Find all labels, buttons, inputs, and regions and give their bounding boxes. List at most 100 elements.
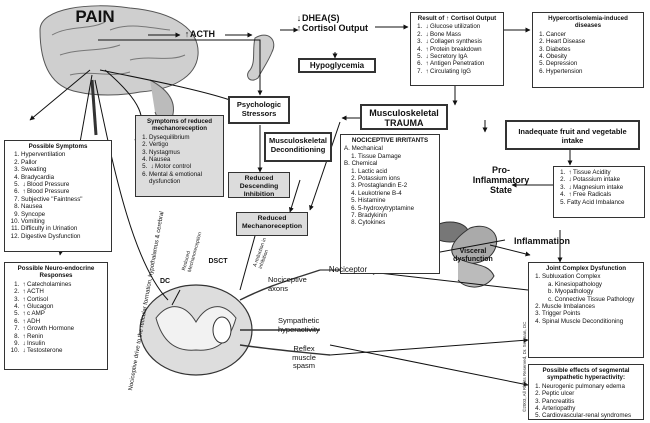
msk-deconditioning-box: Musculoskeletal Deconditioning bbox=[264, 132, 332, 162]
down-arrow-icon: ↓ bbox=[425, 23, 429, 31]
list-item: Fatty Acid Imbalance bbox=[567, 199, 641, 206]
possible-symptoms-title: Possible Symptoms bbox=[28, 143, 88, 150]
list-item: Nausea bbox=[149, 156, 220, 163]
up-arrow-icon: ↑ bbox=[22, 288, 26, 296]
list-item: Syncope bbox=[21, 211, 108, 218]
list-item: Spinal Muscle Deconditioning bbox=[542, 318, 640, 325]
msk-trauma-box: Musculoskeletal TRAUMA bbox=[360, 104, 448, 130]
pain-title: PAIN bbox=[75, 7, 115, 26]
list-item: ↓Insulin bbox=[21, 340, 104, 347]
list-item: ↑Free Radicals bbox=[567, 191, 641, 198]
nociceptor-label: Nociceptor bbox=[328, 265, 368, 274]
cortisol-result-title: Result of ↑ Cortisol Output bbox=[417, 15, 497, 22]
list-item: Cytokines bbox=[358, 219, 436, 226]
mechanical-heading: A. Mechanical bbox=[344, 145, 383, 153]
list-item: Leukotriene B-4 bbox=[358, 190, 436, 197]
list-item: Trigger Points bbox=[542, 310, 640, 317]
hypoglycemia-box: Hypoglycemia bbox=[298, 58, 376, 73]
list-item: Mental & emotional dysfunction bbox=[149, 171, 220, 186]
up-arrow-icon: ↑ bbox=[22, 332, 26, 340]
list-item: Vomiting bbox=[21, 218, 108, 225]
nociceptive-axons-label: Nociceptive axons bbox=[268, 275, 307, 293]
down-arrow-icon: ↓ bbox=[568, 176, 572, 184]
list-item-text: Testosterone bbox=[27, 347, 63, 355]
list-item: Bradykinin bbox=[358, 212, 436, 219]
list-item: Nausea bbox=[21, 203, 108, 210]
down-arrow-icon: ↓ bbox=[150, 163, 154, 171]
list-item-text: Free Radicals bbox=[573, 191, 612, 199]
arrows bbox=[29, 24, 573, 387]
list-item: ↑ACTH bbox=[21, 288, 104, 295]
list-item: Digestive Dysfunction bbox=[21, 233, 108, 240]
list-item-text: Renin bbox=[27, 332, 44, 340]
list-item: Subjective "Faintness" bbox=[21, 196, 108, 203]
list-item: ↑Antigen Penetration bbox=[424, 60, 500, 67]
cortisol-result-box: Result of ↑ Cortisol Output ↓Glucose uti… bbox=[410, 12, 504, 86]
list-item: ↑Renin bbox=[21, 333, 104, 340]
list-item: Potassium ions bbox=[358, 175, 436, 182]
dhea-label: ↓DHEA(S)↑Cortisol Output bbox=[296, 13, 368, 33]
list-item-text: Catecholamines bbox=[27, 280, 72, 288]
chemical-list: Lactic acidPotassium ionsProstaglandin E… bbox=[344, 168, 436, 227]
list-item-text: Collagen synthesis bbox=[430, 38, 482, 46]
list-item-text: Pallor bbox=[21, 158, 37, 166]
list-item: Peptic ulcer bbox=[542, 390, 640, 397]
list-item: ↑Catecholamines bbox=[21, 281, 104, 288]
up-arrow-icon: ↑ bbox=[296, 23, 302, 33]
up-arrow-icon: ↑ bbox=[22, 303, 26, 311]
reduced-descending-box: Reduced Descending Inhibition bbox=[228, 172, 290, 198]
list-item: Tissue Damage bbox=[358, 153, 436, 160]
list-item: Hypertension bbox=[546, 68, 640, 75]
hypercortisolemia-title: Hypercortisolemia-induced diseases bbox=[548, 15, 628, 30]
list-item: Heart Disease bbox=[546, 38, 640, 45]
sub-list-item: b. Myopathology bbox=[548, 288, 594, 296]
visceral-dysfunction-label: Visceral dysfunction bbox=[453, 248, 493, 263]
list-item-text: Potassium intake bbox=[573, 176, 621, 184]
list-item: Obesity bbox=[546, 53, 640, 60]
up-arrow-icon: ↑ bbox=[22, 325, 26, 333]
nociceptive-irritants-title: NOCICEPTIVE IRRITANTS bbox=[351, 137, 429, 144]
list-item: Nystagmus bbox=[149, 149, 220, 156]
neuroendocrine-list: ↑Catecholamines↑ACTH↑Cortisol↑Glucagon↑c… bbox=[8, 281, 104, 355]
reflex-spasm-label: Reflex muscle spasm bbox=[292, 344, 316, 370]
list-item: Pallor bbox=[21, 159, 108, 166]
list-item-text: Circulating IgG bbox=[430, 67, 471, 75]
nociceptive-irritants-box: NOCICEPTIVE IRRITANTS A. Mechanical Tiss… bbox=[340, 134, 440, 274]
list-item: 5-hydroxytryptamine bbox=[358, 205, 436, 212]
up-arrow-icon: ↑ bbox=[22, 295, 26, 303]
brain-illustration bbox=[39, 5, 199, 136]
up-arrow-icon: ↑ bbox=[22, 280, 26, 288]
up-arrow-icon: ↑ bbox=[22, 310, 26, 318]
list-item: Neurogenic pulmonary edema bbox=[542, 383, 640, 390]
list-item-text: Magnesium intake bbox=[573, 183, 624, 191]
list-item-text: Difficulty in Urination bbox=[21, 225, 78, 233]
down-arrow-icon: ↓ bbox=[425, 30, 429, 38]
list-item: Lactic acid bbox=[358, 168, 436, 175]
list-item-text: Syncope bbox=[21, 210, 46, 218]
list-item: ↑Cortisol bbox=[21, 296, 104, 303]
up-arrow-icon: ↑ bbox=[568, 191, 572, 199]
list-item: ↓Glucose utilization bbox=[424, 23, 500, 30]
acidity-list: ↑Tissue Acidity↓Potassium intake↓Magnesi… bbox=[557, 169, 641, 206]
list-item-text: Protein breakdown bbox=[430, 45, 482, 53]
list-item-text: Bradycardia bbox=[21, 173, 55, 181]
list-item: Bradycardia bbox=[21, 174, 108, 181]
acidity-box: ↑Tissue Acidity↓Potassium intake↓Magnesi… bbox=[553, 166, 645, 218]
neuroendocrine-title: Possible Neuro-endocrine Responses bbox=[17, 265, 95, 280]
spinal-cord-illustration bbox=[139, 269, 331, 376]
list-item: ↑Growth Hormone bbox=[21, 325, 104, 332]
list-item-text: Sweating bbox=[21, 166, 47, 174]
list-item: Cardiovascular-renal syndromes bbox=[542, 412, 640, 419]
list-item: Difficulty in Urination bbox=[21, 225, 108, 232]
list-item-text: Insulin bbox=[27, 340, 45, 348]
mechanoreception-symptoms-box: Symptoms of reduced mechanoreception Dys… bbox=[135, 115, 224, 197]
list-item: ↑ADH bbox=[21, 318, 104, 325]
list-item-text: Blood Pressure bbox=[27, 181, 70, 189]
list-item: ↓Potassium intake bbox=[567, 176, 641, 183]
list-item-text: c AMP bbox=[27, 310, 45, 318]
list-item: Muscle Imbalances bbox=[542, 303, 640, 310]
hypercortisolemia-box: Hypercortisolemia-induced diseases Cance… bbox=[532, 12, 644, 88]
list-item-text: ADH bbox=[27, 317, 41, 325]
